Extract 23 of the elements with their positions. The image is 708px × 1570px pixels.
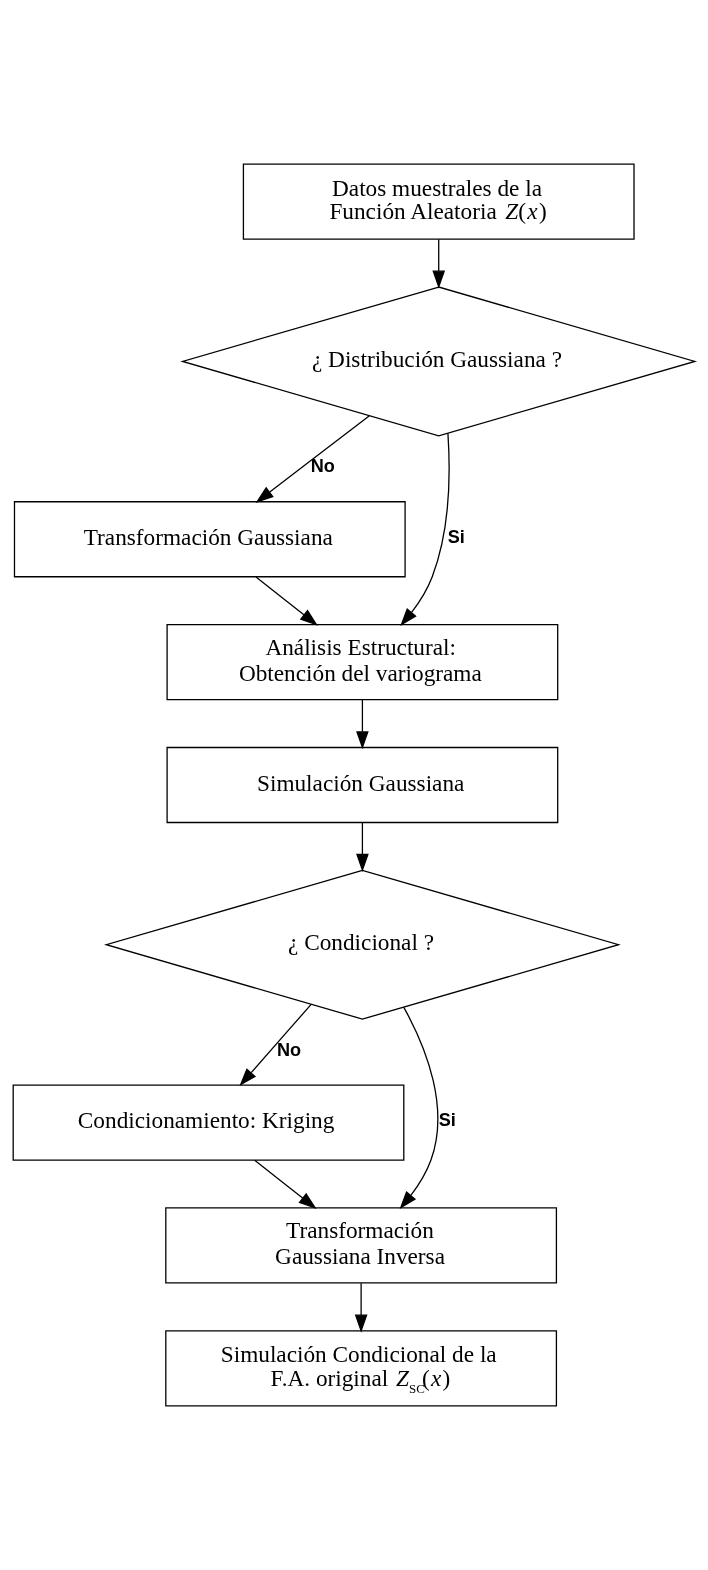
arrow (255, 576, 318, 626)
node-box: Condicionamiento: Kriging (12, 1084, 405, 1161)
node-box: Análisis Estructural: Obtención del variograma (166, 623, 559, 701)
arrow (354, 1282, 368, 1333)
edge-label: No (277, 1039, 302, 1060)
arrow (255, 415, 371, 503)
node-diamond: ¿ Distribución Gaussiana ? (180, 286, 698, 437)
edge-label: No (310, 456, 335, 477)
node-box: Simulación Condicional de la F.A. original Z$_{SC}$(x) (165, 1330, 558, 1407)
node-diamond: ¿ Condicional ? (104, 869, 621, 1020)
node-box: Transformación Gaussiana (13, 501, 406, 578)
arrow (399, 1006, 439, 1210)
arrow (432, 238, 446, 289)
node-box: Datos muestrales de la Función Aleatoria Z(x) (242, 163, 635, 240)
arrow (400, 432, 450, 627)
arrow (254, 1159, 317, 1210)
arrow (356, 822, 369, 872)
edge-label: Si (438, 1110, 456, 1131)
arrow (356, 699, 369, 750)
arrow (239, 1003, 312, 1087)
node-box: Transformación Gaussiana Inversa (165, 1207, 558, 1284)
node-box: Simulación Gaussiana (166, 746, 559, 824)
edge-label: Si (447, 526, 465, 547)
